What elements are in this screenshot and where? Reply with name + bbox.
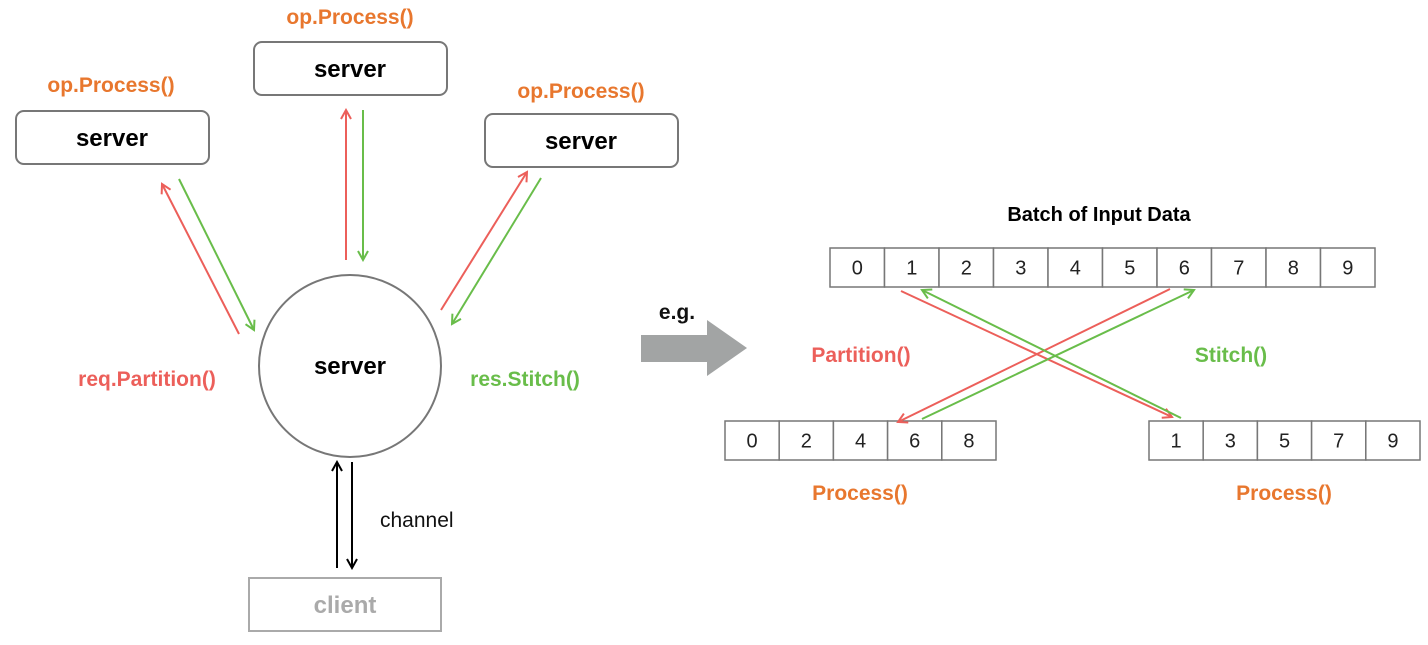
batch-title: Batch of Input Data	[1007, 204, 1191, 226]
eg-label: e.g.	[659, 301, 695, 324]
odd-cell	[1256, 420, 1313, 461]
odd-cell	[1365, 420, 1421, 461]
channel-label: channel	[380, 509, 454, 532]
even-cell	[778, 420, 835, 461]
stitch-label: Stitch()	[1195, 344, 1267, 367]
batch-cell-value: 7	[1233, 258, 1244, 280]
batch-cell	[1210, 247, 1267, 288]
even-cell-value: 4	[855, 431, 866, 453]
odd-cell-value: 1	[1171, 431, 1182, 453]
batch-cell	[829, 247, 886, 288]
batch-cell	[1101, 247, 1158, 288]
arrow-stitch-right	[452, 177, 542, 324]
client-box: client	[248, 577, 442, 632]
server-right: server	[484, 113, 679, 168]
server-top-label: server	[314, 56, 386, 83]
arrow-partition-even	[898, 288, 1171, 422]
batch-cell-value: 1	[906, 258, 917, 280]
batch-cell	[1156, 247, 1213, 288]
server-right-label: server	[545, 128, 617, 155]
batch-cell	[1319, 247, 1376, 288]
arrow-stitch-even	[921, 290, 1194, 420]
batch-cell-value: 9	[1342, 258, 1353, 280]
batch-cell	[1047, 247, 1104, 288]
arrow-partition-right	[440, 172, 527, 311]
batch-cell-value: 6	[1179, 258, 1190, 280]
batch-cell	[883, 247, 940, 288]
odd-cell	[1202, 420, 1259, 461]
even-cell	[724, 420, 780, 461]
batch-cell-value: 8	[1288, 258, 1299, 280]
batch-cell-value: 0	[852, 258, 863, 280]
batch-cell-value: 5	[1124, 258, 1135, 280]
odd-cell-value: 9	[1387, 431, 1398, 453]
odd-cell-value: 3	[1225, 431, 1236, 453]
server-center-label: server	[314, 353, 386, 380]
even-cell	[886, 420, 943, 461]
arrow-partition-left	[162, 184, 240, 335]
even-cell	[941, 420, 997, 461]
odd-process-label: Process()	[1236, 482, 1332, 505]
server-left: server	[15, 110, 210, 165]
req-partition-label: req.Partition()	[78, 368, 216, 391]
server-right-op: op.Process()	[517, 80, 644, 103]
even-cell-value: 0	[747, 431, 758, 453]
even-cell-value: 2	[801, 431, 812, 453]
odd-cell	[1310, 420, 1367, 461]
batch-cell-value: 3	[1015, 258, 1026, 280]
odd-cell-value: 7	[1333, 431, 1344, 453]
client-label: client	[314, 592, 377, 619]
res-stitch-label: res.Stitch()	[470, 368, 580, 391]
transform-arrow-icon	[641, 320, 747, 376]
batch-array: 0 1 2 3 4 5 6 7 8 9	[829, 247, 1376, 288]
server-top: server	[253, 41, 448, 96]
arrow-stitch-left	[178, 178, 254, 330]
server-center: server	[258, 274, 442, 458]
even-cell-value: 8	[963, 431, 974, 453]
batch-cell-value: 2	[961, 258, 972, 280]
partition-label: Partition()	[811, 344, 910, 367]
arrow-stitch-odd	[922, 290, 1182, 419]
batch-cell	[992, 247, 1049, 288]
batch-cell-value: 4	[1070, 258, 1081, 280]
odd-cell-value: 5	[1279, 431, 1290, 453]
even-array: 0 2 4 6 8	[724, 420, 997, 461]
even-process-label: Process()	[812, 482, 908, 505]
server-left-label: server	[76, 125, 148, 152]
server-left-op: op.Process()	[47, 74, 174, 97]
odd-array: 1 3 5 7 9	[1148, 420, 1421, 461]
server-top-op: op.Process()	[286, 6, 413, 29]
even-cell	[832, 420, 889, 461]
even-cell-value: 6	[909, 431, 920, 453]
batch-cell	[1265, 247, 1322, 288]
